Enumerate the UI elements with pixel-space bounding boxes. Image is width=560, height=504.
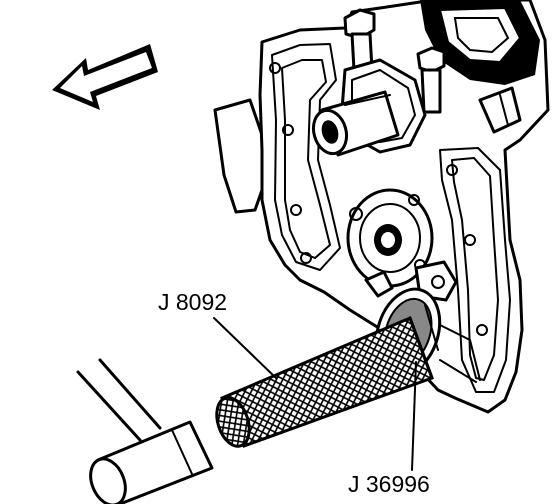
bolt bbox=[416, 46, 446, 114]
label-j8092: J 8092 bbox=[158, 289, 227, 315]
driver-handle-j8092 bbox=[215, 316, 434, 448]
hammer bbox=[76, 358, 214, 504]
label-j36996: J 36996 bbox=[348, 471, 430, 497]
bolt bbox=[343, 8, 376, 72]
leader-lines bbox=[213, 317, 417, 471]
arrow-left-icon bbox=[52, 44, 158, 110]
engine-front-cover bbox=[213, 0, 550, 414]
